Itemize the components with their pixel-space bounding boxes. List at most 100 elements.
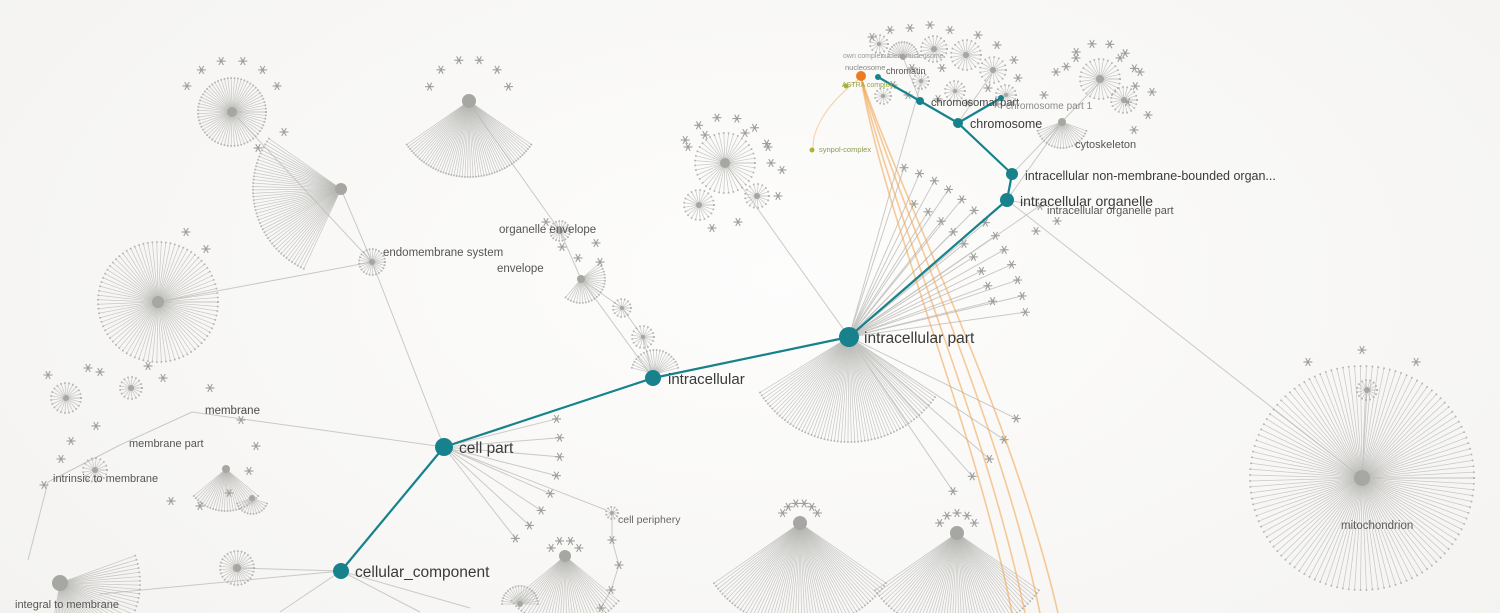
term-label[interactable]: cytoskeleton bbox=[1075, 139, 1136, 151]
term-node-star[interactable] bbox=[195, 501, 205, 511]
term-node-star[interactable] bbox=[680, 135, 690, 145]
term-label[interactable]: intracellular non-membrane-bounded organ… bbox=[1025, 169, 1276, 183]
term-node-star[interactable] bbox=[201, 244, 211, 254]
term-node-star[interactable] bbox=[963, 98, 973, 108]
term-label[interactable]: nuclear nucleosome bbox=[881, 53, 944, 60]
term-node-star[interactable] bbox=[968, 252, 978, 262]
term-node-star[interactable] bbox=[1071, 47, 1081, 57]
term-node-star[interactable] bbox=[936, 217, 946, 226]
term-node-star[interactable] bbox=[740, 128, 750, 138]
term-node-star[interactable] bbox=[606, 585, 616, 595]
term-node-star[interactable] bbox=[907, 63, 917, 73]
term-node-star[interactable] bbox=[1087, 39, 1097, 49]
term-node-star[interactable] bbox=[750, 123, 760, 132]
term-node-star[interactable] bbox=[95, 367, 105, 377]
term-label[interactable]: mitochondrion bbox=[1341, 520, 1413, 532]
term-node-star[interactable] bbox=[899, 163, 909, 172]
term-node-star[interactable] bbox=[546, 543, 556, 553]
term-label[interactable]: nucleosome bbox=[845, 63, 885, 72]
term-node-star[interactable] bbox=[503, 82, 513, 91]
term-node-star[interactable] bbox=[555, 536, 565, 546]
term-node-star[interactable] bbox=[565, 536, 575, 546]
term-node-star[interactable] bbox=[990, 231, 1000, 240]
term-node-star[interactable] bbox=[933, 94, 943, 104]
term-node-star[interactable] bbox=[1129, 125, 1139, 135]
graph-node-cell_part[interactable] bbox=[435, 438, 453, 456]
term-node-star[interactable] bbox=[205, 383, 215, 393]
term-node-star[interactable] bbox=[905, 23, 915, 33]
graph-node-nucleosome_highlight[interactable] bbox=[856, 71, 866, 81]
term-node-star[interactable] bbox=[1061, 62, 1071, 71]
term-label[interactable]: intracellular organelle part bbox=[1047, 205, 1174, 217]
term-node-star[interactable] bbox=[253, 143, 263, 153]
term-node-star[interactable] bbox=[791, 499, 801, 508]
graph-node-intracellular[interactable] bbox=[645, 370, 661, 386]
term-node-star[interactable] bbox=[1039, 90, 1049, 100]
term-node-star[interactable] bbox=[614, 560, 624, 570]
term-label[interactable]: integral to membrane bbox=[15, 599, 119, 611]
term-node-star[interactable] bbox=[595, 257, 605, 267]
term-node-star[interactable] bbox=[948, 227, 958, 237]
term-label[interactable]: cell part bbox=[459, 440, 514, 457]
term-node-star[interactable] bbox=[942, 511, 952, 520]
term-node-star[interactable] bbox=[694, 121, 704, 130]
term-label[interactable]: organelle envelope bbox=[499, 224, 596, 236]
term-node-star[interactable] bbox=[279, 127, 289, 137]
term-node-star[interactable] bbox=[733, 217, 743, 227]
graph-node-intracellular_part[interactable] bbox=[839, 327, 859, 347]
term-node-star[interactable] bbox=[91, 421, 101, 431]
graph-node-intracellular_nmb_organelle[interactable] bbox=[1006, 168, 1018, 180]
term-node-star[interactable] bbox=[712, 113, 722, 122]
term-node-star[interactable] bbox=[573, 253, 583, 263]
term-node-star[interactable] bbox=[969, 518, 979, 528]
term-label[interactable]: intracellular bbox=[668, 371, 745, 388]
term-node-star[interactable] bbox=[967, 472, 977, 481]
term-label[interactable]: intracellular part bbox=[864, 330, 975, 347]
term-label[interactable]: intracellular organelle bbox=[1020, 193, 1153, 209]
term-node-star[interactable] bbox=[244, 466, 254, 476]
term-node-star[interactable] bbox=[962, 511, 972, 520]
term-node-star[interactable] bbox=[236, 415, 246, 425]
term-node-star[interactable] bbox=[799, 499, 809, 508]
term-node-star[interactable] bbox=[181, 227, 191, 237]
term-node-star[interactable] bbox=[510, 534, 520, 543]
term-node-star[interactable] bbox=[1011, 414, 1021, 423]
term-node-star[interactable] bbox=[983, 281, 993, 290]
term-node-star[interactable] bbox=[778, 508, 788, 518]
term-node-star[interactable] bbox=[1007, 260, 1017, 269]
term-node-star[interactable] bbox=[454, 56, 464, 65]
term-node-star[interactable] bbox=[766, 158, 776, 168]
term-node-star[interactable] bbox=[783, 502, 793, 511]
term-node-star[interactable] bbox=[216, 56, 226, 66]
term-node-star[interactable] bbox=[763, 142, 773, 152]
term-node-star[interactable] bbox=[474, 56, 484, 65]
term-node-star[interactable] bbox=[591, 238, 601, 248]
term-node-star[interactable] bbox=[969, 206, 979, 215]
term-node-star[interactable] bbox=[959, 239, 969, 249]
term-label[interactable]: cellular_component bbox=[355, 564, 490, 581]
term-label[interactable]: chromatin bbox=[886, 66, 926, 76]
term-node-star[interactable] bbox=[1020, 308, 1030, 317]
term-node-star[interactable] bbox=[536, 506, 546, 515]
term-node-star[interactable] bbox=[166, 496, 176, 506]
term-node-star[interactable] bbox=[1009, 55, 1019, 65]
term-node-star[interactable] bbox=[596, 603, 606, 613]
term-node-star[interactable] bbox=[988, 297, 998, 306]
term-node-star[interactable] bbox=[952, 508, 962, 518]
term-node-star[interactable] bbox=[929, 176, 939, 185]
term-node-star[interactable] bbox=[66, 436, 76, 446]
term-node-star[interactable] bbox=[945, 25, 955, 35]
term-node-star[interactable] bbox=[56, 454, 66, 464]
term-node-star[interactable] bbox=[707, 223, 717, 233]
graph-node-synpol_complex[interactable] bbox=[809, 147, 815, 153]
term-label[interactable]: ASTRA complex bbox=[842, 82, 893, 89]
term-label[interactable]: own complex bbox=[843, 53, 884, 60]
term-node-star[interactable] bbox=[885, 25, 895, 35]
graph-node-chromosomal_part[interactable] bbox=[916, 97, 924, 105]
term-node-star[interactable] bbox=[272, 81, 282, 91]
term-node-star[interactable] bbox=[915, 169, 925, 178]
term-node-star[interactable] bbox=[948, 487, 958, 496]
term-node-star[interactable] bbox=[937, 63, 947, 73]
term-label[interactable]: synpol-complex bbox=[819, 145, 871, 154]
term-node-star[interactable] bbox=[999, 245, 1009, 254]
